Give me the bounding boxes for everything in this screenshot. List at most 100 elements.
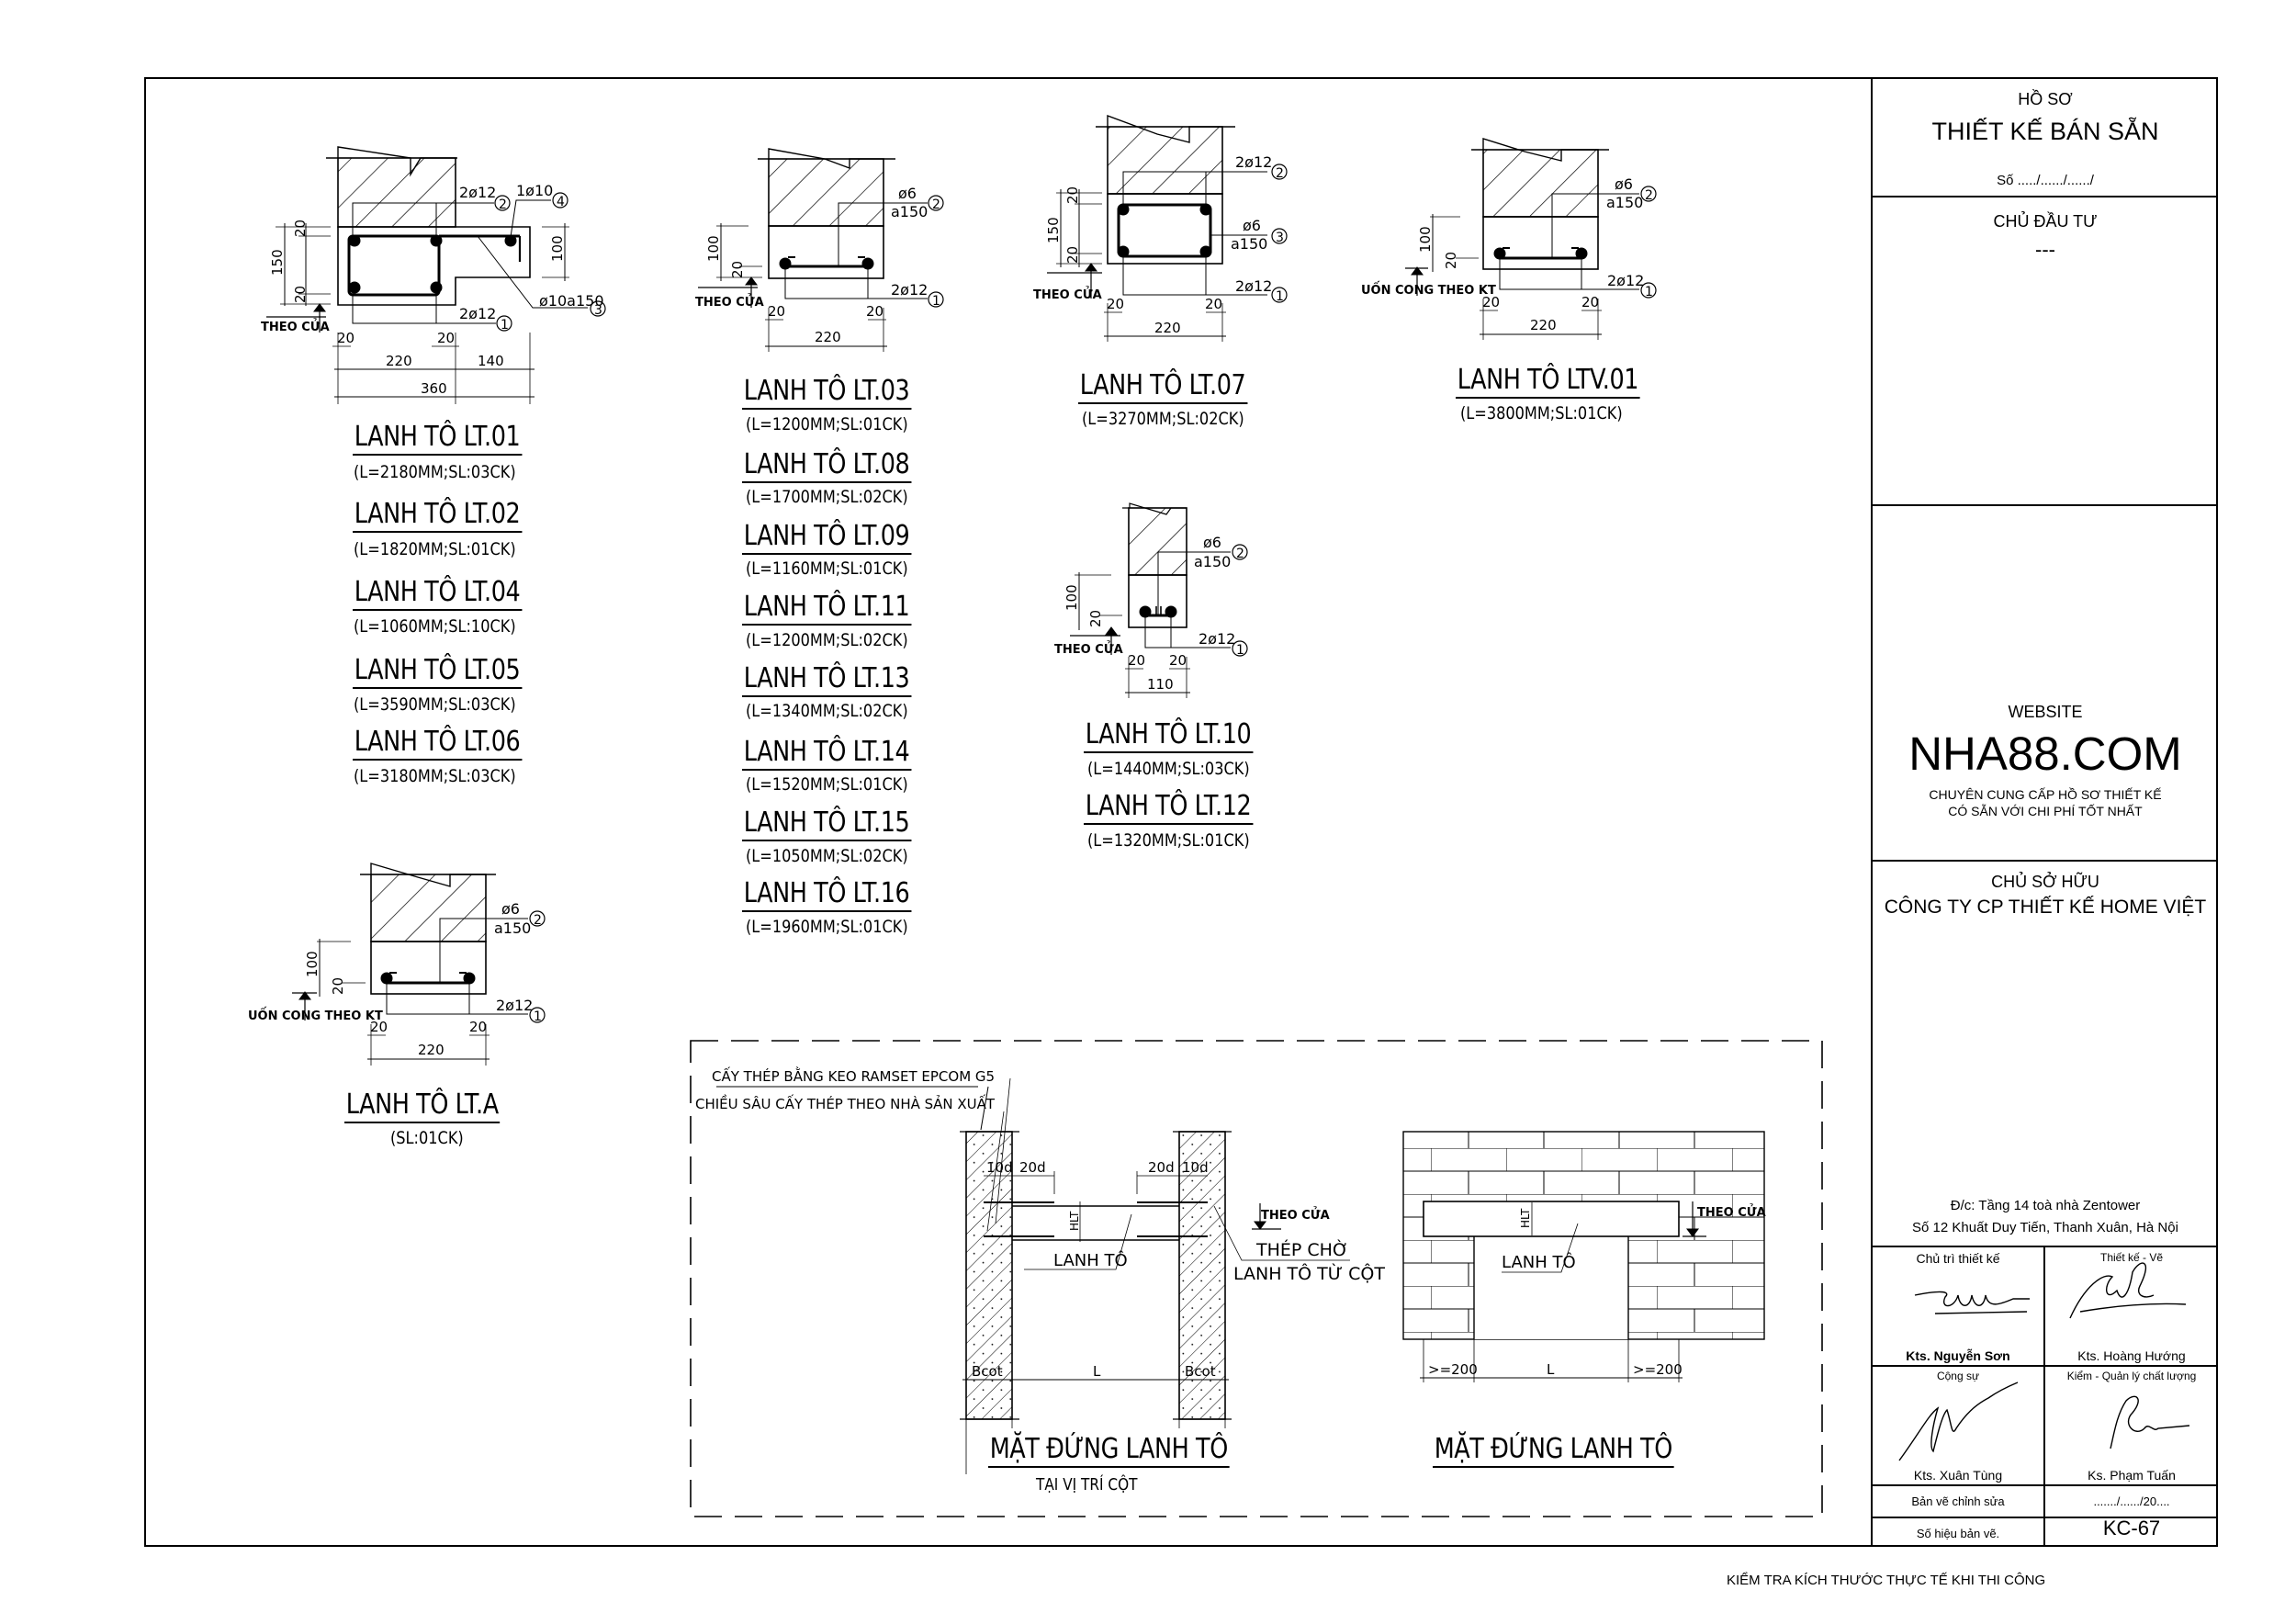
note-epoxy: CẤY THÉP BẰNG KEO RAMSET EPCOM G5 <box>712 1066 995 1085</box>
section-title: LANH TÔ LT.06 <box>353 726 523 761</box>
dim-20: 20 <box>1064 186 1081 204</box>
section-spec: (L=1200MM;SL:02CK) <box>746 630 908 650</box>
section-title: LANH TÔ LT.04 <box>353 576 523 611</box>
dim-150: 150 <box>1045 217 1062 243</box>
bar-label-1: 2ø12 <box>459 305 496 322</box>
callout-2: 2 <box>534 913 542 928</box>
bar-label-2b: a150 <box>1194 553 1231 570</box>
note-depth: CHIỀU SÂU CẤY THÉP THEO NHÀ SẢN XUẤT <box>695 1093 996 1112</box>
dim-220: 220 <box>1530 317 1557 333</box>
section-title: LANH TÔ LT.08 <box>742 448 912 483</box>
dim-220: 220 <box>418 1042 445 1058</box>
section-spec: (L=1050MM;SL:02CK) <box>746 846 908 866</box>
theo-cua-label: THEO CỬA <box>1261 1207 1330 1223</box>
role-cell: Kiểm - Quản lý chất lượng Ks. Phạm Tuấn <box>2045 1367 2218 1486</box>
ho-so-label: HỒ SƠ <box>2018 90 2073 108</box>
dim-20: 20 <box>292 286 309 303</box>
uon-cong-label: UỐN CONG THEO KT <box>248 1007 383 1023</box>
dim-20: 20 <box>1064 246 1081 264</box>
elevation-wall <box>1402 1131 1765 1382</box>
owner-label: CHỦ SỞ HỮU <box>1991 873 2099 891</box>
dim-110: 110 <box>1147 676 1174 693</box>
bar-label-1: 2ø12 <box>1235 277 1272 295</box>
elevation-column-subtitle: TẠI VỊ TRÍ CỘT <box>1036 1475 1138 1494</box>
section-spec: (L=3180MM;SL:03CK) <box>354 766 516 786</box>
section-spec: (L=1320MM;SL:01CK) <box>1087 830 1250 851</box>
elevation-wall-title: MẶT ĐỨNG LANH TÔ <box>1433 1433 1674 1468</box>
role-label: Cộng sự <box>1936 1370 1980 1382</box>
callout-3: 3 <box>594 303 602 318</box>
section-title: LANH TÔ LTV.01 <box>1456 364 1640 399</box>
section-title: LANH TÔ LT.07 <box>1078 369 1248 404</box>
bar-label-2: 2ø12 <box>459 184 496 201</box>
elevation-column <box>716 1077 1350 1474</box>
slogan-line-2: CÓ SẴN VỚI CHI PHÍ TỐT NHẤT <box>1948 804 2143 818</box>
section-title: LANH TÔ LT.13 <box>742 662 912 697</box>
drawing-no-value: KC-67 <box>2102 1517 2161 1539</box>
callout-1: 1 <box>1236 643 1244 658</box>
section-spec: (L=1960MM;SL:01CK) <box>746 917 908 937</box>
bar-label-1: 2ø12 <box>891 281 928 299</box>
bar-label-1: 2ø12 <box>1199 630 1235 648</box>
dim-20: 20 <box>1169 652 1187 669</box>
callout-2: 2 <box>1276 166 1284 181</box>
dim-100: 100 <box>705 235 722 262</box>
callout-1: 1 <box>501 318 509 333</box>
signature-strokes <box>1898 1262 2190 1461</box>
dim-20: 20 <box>866 303 884 320</box>
section-title: LANH TÔ LT.A <box>344 1088 501 1123</box>
bar-label-2b: a150 <box>494 919 531 937</box>
dim-min-left: >=200 <box>1428 1361 1478 1378</box>
dim-20d-right: 20d <box>1148 1159 1175 1176</box>
dim-20d-left: 20d <box>1019 1159 1046 1176</box>
detail-box <box>690 1040 1823 1517</box>
dim-140: 140 <box>478 353 504 369</box>
theo-cua-label: THEO CỬA <box>1054 641 1123 657</box>
role-name: Kts. Xuân Tùng <box>1913 1468 2003 1483</box>
bar-label-2b: a150 <box>891 203 928 220</box>
website-value[interactable]: NHA88.COM <box>1908 727 2182 780</box>
section-spec: (L=1700MM;SL:02CK) <box>746 487 908 507</box>
drawing-frame <box>144 77 2218 1547</box>
section-lta <box>292 863 546 1066</box>
section-title: LANH TÔ LT.10 <box>1084 718 1254 753</box>
hlt-label: HLT <box>1519 1208 1532 1228</box>
role-cell: Chủ trì thiết kế Kts. Nguyễn Sơn <box>1873 1247 2045 1367</box>
section-title: LANH TÔ LT.05 <box>353 654 523 689</box>
dim-220: 220 <box>1154 320 1181 336</box>
role-label: Chủ trì thiết kế <box>1916 1251 2000 1266</box>
lintel-label: LANH TÔ <box>1053 1250 1128 1270</box>
dim-min-right: >=200 <box>1633 1361 1683 1378</box>
dim-150: 150 <box>269 249 286 276</box>
role-name: Kts. Nguyễn Sơn <box>1906 1348 2010 1363</box>
section-spec: (L=3590MM;SL:03CK) <box>354 694 516 715</box>
bar-label-4: 1ø10 <box>516 182 553 199</box>
callout-3: 3 <box>1276 231 1284 245</box>
section-spec: (SL:01CK) <box>390 1128 464 1148</box>
section-spec: (L=1440MM;SL:03CK) <box>1087 759 1250 779</box>
section-spec: (L=1060MM;SL:10CK) <box>354 616 516 637</box>
elevation-column-title: MẶT ĐỨNG LANH TÔ <box>988 1433 1230 1468</box>
section-title: LANH TÔ LT.03 <box>742 375 912 410</box>
title-block: HỒ SƠ THIẾT KẾ BÁN SẴN Số ...../....../.… <box>1871 77 2218 1547</box>
role-label: Thiết kế - Vẽ <box>2099 1251 2164 1264</box>
section-title: LANH TÔ LT.11 <box>742 591 912 626</box>
dim-100: 100 <box>549 235 566 262</box>
section-spec: (L=2180MM;SL:03CK) <box>354 462 516 482</box>
bar-label-2a: ø6 <box>1615 175 1633 193</box>
bar-label-3: ø10a150 <box>539 292 604 310</box>
slogan-line-1: CHUYÊN CUNG CẤP HỒ SƠ THIẾT KẾ <box>1929 787 2162 802</box>
project-number: Số ...../....../....../ <box>1997 173 2094 188</box>
callout-2: 2 <box>499 197 507 212</box>
dim-20: 20 <box>1443 252 1459 269</box>
tb-owner-section: CHỦ SỞ HỮU CÔNG TY CP THIẾT KẾ HOME VIỆT… <box>1873 862 2218 1247</box>
dim-220: 220 <box>815 329 841 345</box>
dim-20: 20 <box>1205 296 1222 312</box>
dim-360: 360 <box>421 380 447 397</box>
address-line-1: Đ/c: Tầng 14 toà nhà Zentower <box>1950 1198 2141 1213</box>
drawing-no-label: Số hiệu bản vẽ. <box>1873 1518 2045 1545</box>
callout-4: 4 <box>557 195 565 209</box>
section-title: LANH TÔ LT.12 <box>1084 790 1254 825</box>
dim-20: 20 <box>729 261 746 278</box>
dim-20: 20 <box>1107 296 1124 312</box>
